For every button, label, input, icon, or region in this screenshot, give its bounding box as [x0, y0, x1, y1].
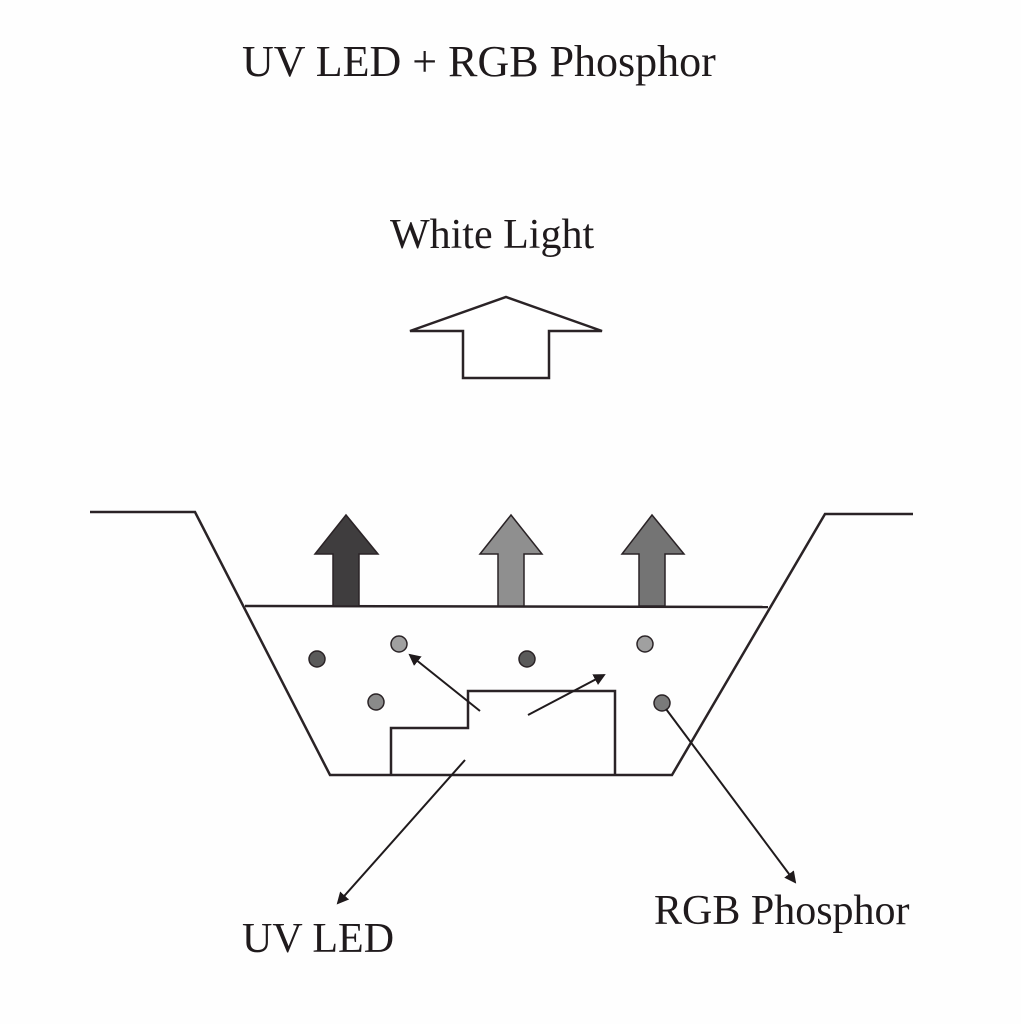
phosphor-particle: [636, 635, 654, 653]
white-light-label: White Light: [390, 212, 595, 258]
rgb-phosphor-pointer: [665, 708, 797, 884]
white-light-arrow: [409, 295, 603, 380]
phosphor-particle: [518, 650, 536, 668]
uv-led-pointer: [336, 759, 466, 905]
uv-led-chip: [389, 689, 617, 775]
emitted-light-arrow-1: [313, 513, 380, 607]
uv-excitation-arrow-left: [408, 653, 481, 712]
phosphor-particle: [653, 694, 671, 712]
phosphor-particle: [367, 693, 385, 711]
uv-excitation-arrow-right: [527, 674, 606, 716]
emitted-light-arrow-3: [620, 513, 686, 607]
phosphor-particle: [308, 650, 326, 668]
rgb-phosphor-label: RGB Phosphor: [654, 888, 910, 934]
package-outline: [90, 510, 913, 777]
phosphor-particle: [390, 635, 408, 653]
emitted-light-arrow-2: [478, 513, 544, 607]
uv-led-label: UV LED: [242, 916, 395, 962]
diagram-title: UV LED + RGB Phosphor: [242, 37, 716, 86]
